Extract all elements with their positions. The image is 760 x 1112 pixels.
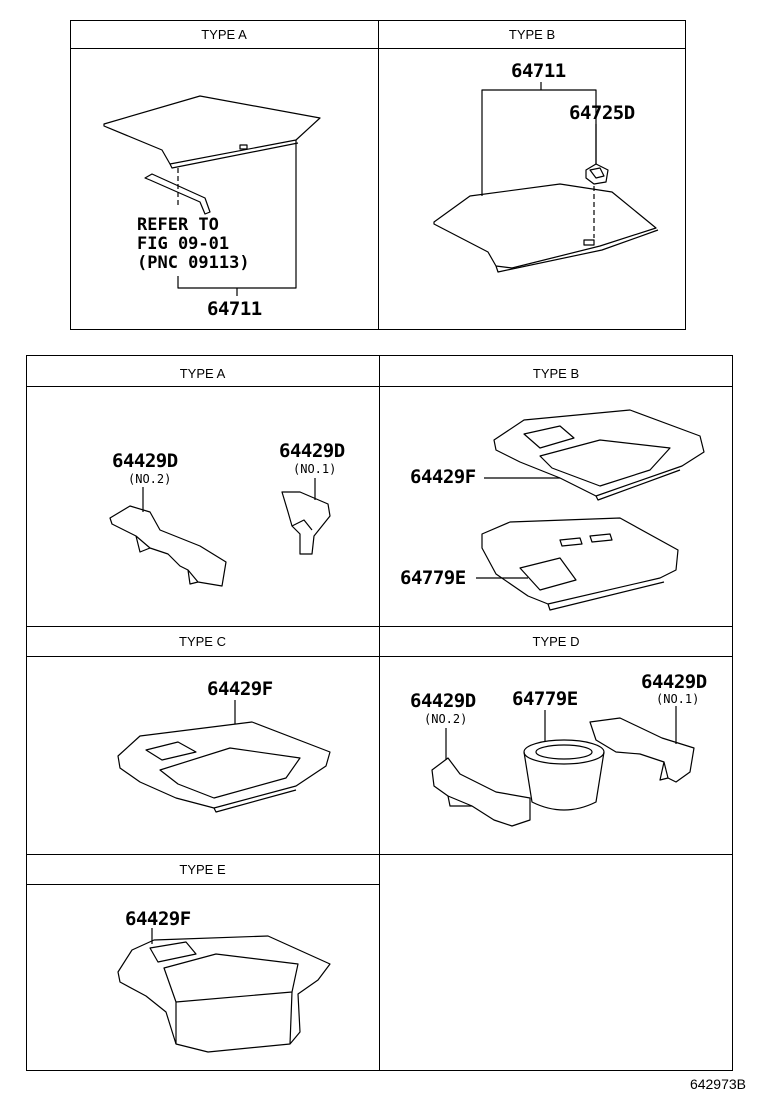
top-type-b-part-hook: 64725D [569, 102, 635, 124]
reference-note-line-3: (PNC 09113) [137, 253, 250, 273]
bottom-row-divider-2 [26, 854, 733, 855]
bottom-type-d-header: TYPE D [532, 634, 580, 649]
bottom-type-e-tray-illustration [117, 928, 331, 1053]
top-type-a-reference-note: REFER TO FIG 09-01 (PNC 09113) [137, 216, 250, 273]
bottom-header-divider-row3 [26, 884, 379, 885]
bottom-type-c-tray-illustration [117, 700, 331, 813]
bottom-type-e-header: TYPE E [179, 862, 226, 877]
bottom-type-a-part-left: 64429D [112, 450, 178, 472]
bottom-type-a-header: TYPE A [179, 366, 226, 381]
bottom-row-divider-1 [26, 626, 733, 627]
top-panel-column-divider [378, 20, 379, 330]
bottom-type-a-part-left-sub: (NO.2) [128, 472, 172, 486]
bottom-panel-column-divider [379, 355, 380, 1071]
bottom-type-d-part-right-sub: (NO.1) [656, 692, 700, 706]
bottom-type-d-tray-set-illustration [431, 706, 695, 827]
bottom-type-d-part-left-sub: (NO.2) [424, 712, 468, 726]
figure-code: 642973B [689, 1076, 746, 1092]
bottom-header-divider-row1 [26, 386, 733, 387]
bottom-type-b-part-upper: 64429F [410, 466, 476, 488]
bottom-type-d-part-center: 64779E [512, 688, 578, 710]
bottom-type-a-part-right: 64429D [279, 440, 345, 462]
top-type-a-header: TYPE A [201, 27, 247, 42]
bottom-type-a-part-right-sub: (NO.1) [293, 462, 337, 476]
bottom-type-e-part: 64429F [125, 908, 191, 930]
bottom-type-c-part: 64429F [207, 678, 273, 700]
bottom-header-divider-row2 [26, 656, 733, 657]
top-type-b-deck-board-illustration [433, 82, 659, 273]
top-type-b-part-main: 64711 [511, 60, 566, 82]
bottom-type-b-header: TYPE B [532, 366, 580, 381]
bottom-type-c-header: TYPE C [179, 634, 226, 649]
bottom-type-d-part-left: 64429D [410, 690, 476, 712]
reference-note-line-1: REFER TO [137, 215, 219, 235]
bottom-type-b-tray-set-illustration [476, 409, 705, 611]
bottom-type-d-part-right: 64429D [641, 671, 707, 693]
top-type-a-deck-board-illustration [103, 95, 321, 296]
bottom-type-a-side-tray-illustration [109, 478, 331, 587]
bottom-type-b-part-lower: 64779E [400, 567, 466, 589]
reference-note-line-2: FIG 09-01 [137, 234, 230, 254]
top-type-a-part-number: 64711 [207, 298, 262, 320]
top-type-b-header: TYPE B [508, 27, 556, 42]
